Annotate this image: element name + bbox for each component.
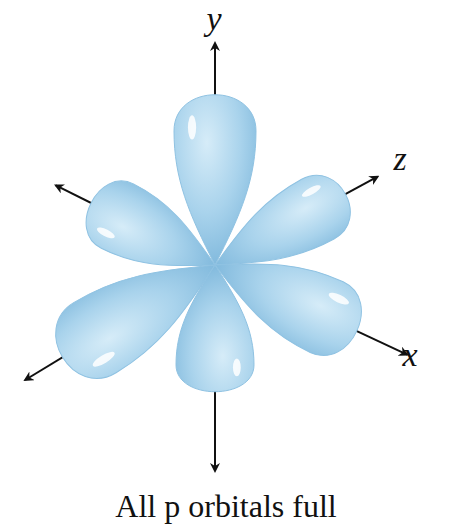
axis-label: y bbox=[206, 2, 221, 36]
axis-label: x bbox=[402, 338, 417, 372]
orbital-lobe bbox=[176, 265, 254, 392]
axis-label: z bbox=[393, 142, 406, 176]
orbital-lobe bbox=[174, 95, 256, 265]
caption: All p orbitals full bbox=[115, 489, 336, 524]
